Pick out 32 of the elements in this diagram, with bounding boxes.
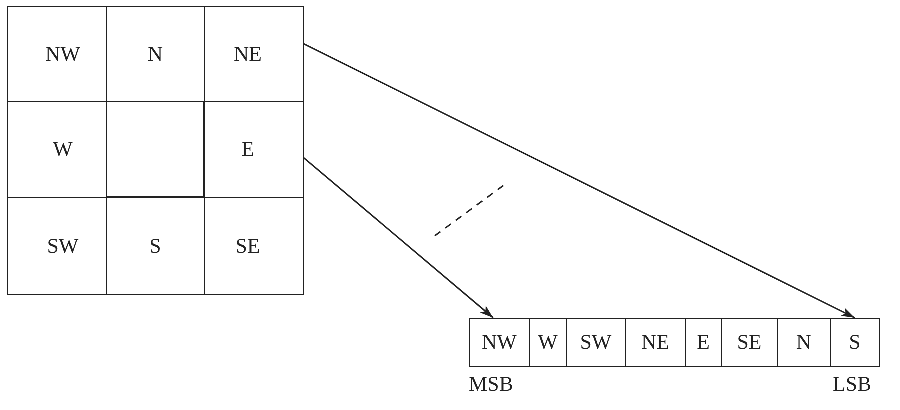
cell-label: W [538, 332, 558, 353]
bit-cell [685, 318, 722, 367]
bit-cell [469, 318, 530, 367]
cell-label: SE [737, 332, 762, 353]
cell-label: SE [236, 236, 260, 256]
grid-cell [204, 197, 304, 295]
cell-label: E [242, 139, 254, 160]
cell-label: SW [580, 332, 612, 353]
cell-label: NE [642, 332, 670, 353]
cell-label: SW [47, 236, 79, 256]
bit-cell [529, 318, 567, 367]
grid-cell [204, 6, 304, 102]
bit-cell [625, 318, 686, 367]
cell-label: N [148, 44, 164, 64]
grid-cell [7, 6, 107, 102]
cell-label: NE [234, 44, 262, 64]
bit-cell [566, 318, 626, 367]
cell-label: NW [46, 44, 80, 64]
bit-cell [830, 318, 880, 367]
arrow [304, 43, 856, 319]
cell-label: E [697, 332, 710, 353]
cell-label: W [53, 139, 73, 160]
grid-cell [7, 197, 107, 295]
bit-order-label: LSB [833, 374, 872, 395]
bit-cell [721, 318, 778, 367]
cell-label: S [150, 236, 162, 256]
arrow [304, 157, 494, 319]
cell-label: S [849, 332, 861, 353]
bit-order-label: MSB [469, 374, 514, 395]
cell-label: NW [482, 332, 517, 353]
cell-label: N [796, 332, 812, 353]
bit-cell [777, 318, 831, 367]
